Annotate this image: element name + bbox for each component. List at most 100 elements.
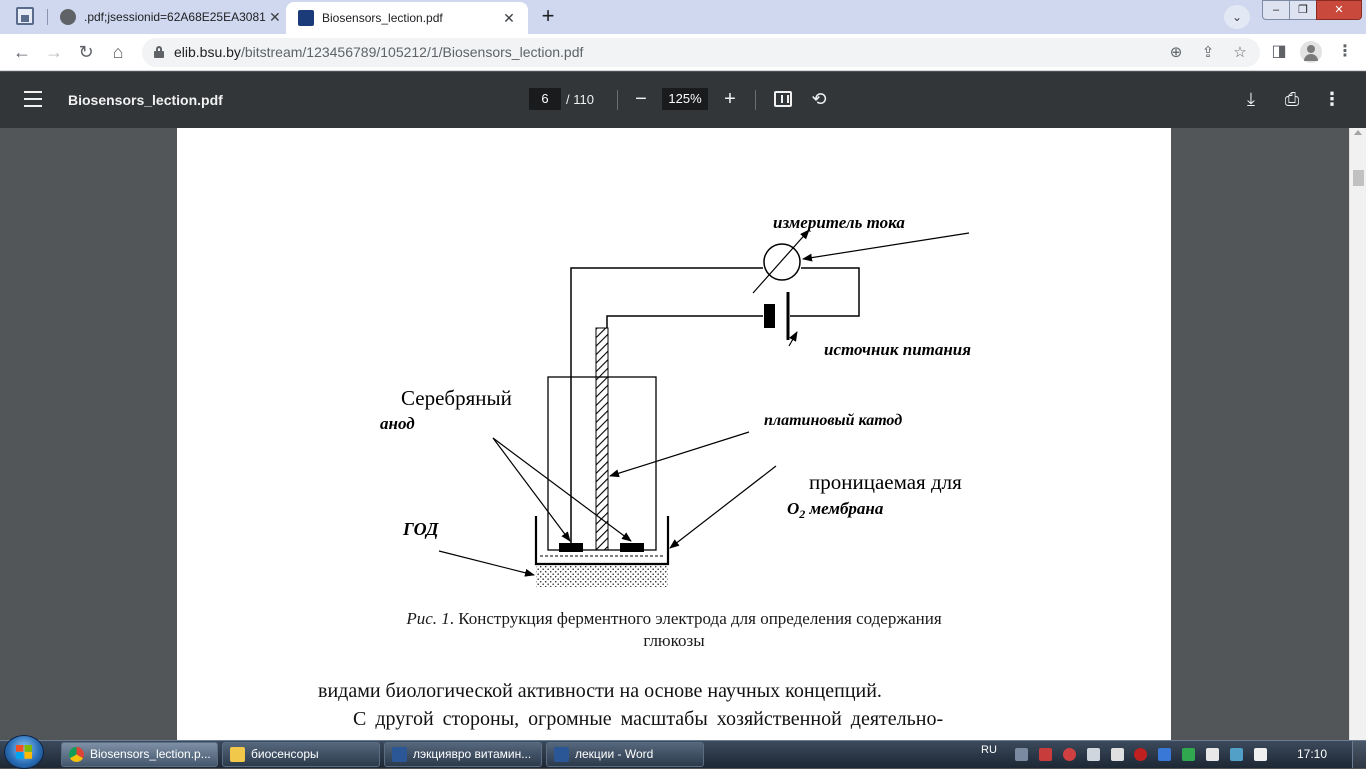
platinum-cathode-rod: [595, 327, 609, 551]
maximize-button[interactable]: ❐: [1289, 0, 1317, 20]
side-panel-icon[interactable]: ◨: [1271, 43, 1287, 60]
update-tray-icon[interactable]: [1182, 748, 1195, 761]
fit-to-page-icon[interactable]: [774, 91, 792, 107]
display-tray-icon[interactable]: [1230, 748, 1243, 761]
language-indicator[interactable]: RU: [981, 744, 997, 756]
url-text[interactable]: elib.bsu.by/bitstream/123456789/105212/1…: [174, 38, 583, 67]
rotate-icon[interactable]: ⟲: [811, 89, 827, 109]
download-icon[interactable]: ⤓: [1247, 89, 1255, 109]
label-power-source: источник питания: [824, 340, 971, 359]
label-ammeter: измеритель тока: [773, 213, 905, 232]
label-arrows: [438, 232, 970, 577]
label-membrane-line1: проницаемая для: [809, 470, 962, 494]
tab-title: .pdf;jsessionid=62A68E25EA3081: [84, 10, 266, 24]
silver-anode-right: [620, 543, 644, 552]
browser-toolbar: ← → ↻ ⌂ elib.bsu.by/bitstream/123456789/…: [0, 34, 1366, 71]
caption-line2: глюкозы: [643, 631, 705, 650]
word-icon: [554, 747, 569, 762]
taskbar-item-word-lectures[interactable]: лекции - Word: [546, 742, 704, 767]
profile-avatar-icon[interactable]: [1298, 39, 1324, 65]
back-button[interactable]: ←: [13, 42, 31, 62]
window-app-icon[interactable]: [16, 7, 34, 25]
home-button[interactable]: ⌂: [112, 42, 124, 62]
network-tray-icon[interactable]: [1015, 748, 1028, 761]
more-options-icon[interactable]: ⋮: [1323, 89, 1341, 109]
word-icon: [392, 747, 407, 762]
close-window-button[interactable]: ✕: [1316, 0, 1362, 20]
bookmark-star-icon[interactable]: ☆: [1233, 44, 1247, 61]
lock-icon[interactable]: [154, 46, 164, 58]
taskbar-item-folder[interactable]: биосенсоры: [222, 742, 380, 767]
taskbar-item-label: Biosensors_lection.p...: [90, 747, 211, 761]
print-icon[interactable]: ⎙: [1284, 89, 1300, 109]
chrome-menu-icon[interactable]: ⋮: [1337, 43, 1353, 60]
bluetooth-tray-icon[interactable]: [1158, 748, 1171, 761]
caption-text: . Конструкция ферментного электрода для …: [449, 609, 942, 628]
page-number-input[interactable]: 6: [529, 88, 561, 110]
electrode-diagram: измеритель тока источник питания Серебря…: [380, 213, 971, 587]
folder-icon: [230, 747, 245, 762]
minimize-button[interactable]: –: [1262, 0, 1290, 20]
ammeter-symbol: [752, 229, 810, 294]
tab-title: Biosensors_lection.pdf: [322, 11, 443, 25]
vertical-scrollbar[interactable]: [1349, 128, 1366, 740]
close-icon[interactable]: ✕: [268, 8, 281, 25]
alert-tray-icon[interactable]: [1134, 748, 1147, 761]
membrane-cup: [534, 516, 670, 566]
bsu-favicon-icon: [298, 10, 314, 26]
show-desktop-button[interactable]: [1352, 741, 1366, 768]
clock[interactable]: 17:10: [1297, 747, 1328, 761]
enzyme-layer: [536, 565, 668, 587]
new-tab-button[interactable]: +: [541, 3, 555, 28]
taskbar-item-label: лэкциявро витамин...: [413, 747, 532, 761]
body-text-line: С другой стороны, огромные масштабы хозя…: [353, 708, 944, 730]
taskbar-item-word-vitamins[interactable]: лэкциявро витамин...: [384, 742, 542, 767]
body-text-line: видами биологической активности на основ…: [318, 680, 882, 702]
page-total: / 110: [566, 92, 594, 107]
tab-biosensors-pdf[interactable]: Biosensors_lection.pdf ✕: [286, 2, 528, 34]
url-host: elib.bsu.by: [174, 44, 241, 60]
circuit-wires: [570, 267, 860, 548]
tab-search-button[interactable]: ⌄: [1224, 5, 1250, 29]
pdf-page: измеритель тока источник питания Серебря…: [177, 128, 1171, 768]
forward-button[interactable]: →: [45, 42, 63, 62]
app-tray-icon[interactable]: [1063, 748, 1076, 761]
silver-anode-left: [559, 543, 583, 552]
toolbar-divider: [617, 90, 618, 110]
url-path: /bitstream/123456789/105212/1/Biosensors…: [240, 44, 584, 60]
taskbar-item-label: лекции - Word: [575, 747, 654, 761]
zoom-level-input[interactable]: 125%: [662, 88, 708, 110]
tab-jsession-pdf[interactable]: .pdf;jsessionid=62A68E25EA3081 ✕: [48, 0, 286, 34]
label-anode: анод: [380, 414, 415, 433]
scroll-up-arrow-icon[interactable]: [1354, 130, 1362, 135]
tab-strip: .pdf;jsessionid=62A68E25EA3081 ✕ Biosens…: [0, 0, 1366, 34]
zoom-out-button[interactable]: −: [635, 88, 647, 110]
label-platinum-cathode: платиновый катод: [764, 412, 902, 429]
reload-button[interactable]: ↻: [78, 42, 94, 62]
start-button[interactable]: [4, 735, 44, 769]
taskbar-item-chrome[interactable]: Biosensors_lection.p...: [61, 742, 218, 767]
zoom-magnifier-icon[interactable]: ⊕: [1169, 44, 1183, 61]
pdf-toolbar: Biosensors_lection.pdf 6 / 110 − 125% + …: [0, 72, 1366, 128]
label-membrane-line2: O2 мембрана: [787, 499, 884, 521]
menu-icon[interactable]: [24, 91, 42, 107]
scrollbar-thumb[interactable]: [1353, 170, 1364, 186]
volume-tray-icon[interactable]: [1087, 748, 1100, 761]
figure-caption: Рис. 1. Конструкция ферментного электрод…: [177, 608, 1171, 652]
lock-tray-icon[interactable]: [1206, 748, 1219, 761]
share-icon[interactable]: ⇪: [1201, 44, 1215, 61]
pdf-viewer[interactable]: измеритель тока источник питания Серебря…: [0, 128, 1366, 768]
battery-symbol: [764, 292, 790, 340]
security-tray-icon[interactable]: [1039, 748, 1052, 761]
pdf-title: Biosensors_lection.pdf: [68, 92, 223, 108]
close-icon[interactable]: ✕: [503, 9, 515, 26]
caption-prefix: Рис. 1: [406, 609, 450, 628]
windows-taskbar: Biosensors_lection.p... биосенсоры лэкци…: [0, 735, 1366, 769]
tab-separator: [47, 9, 48, 25]
label-silver: Серебряный: [401, 386, 512, 410]
signal-tray-icon[interactable]: [1111, 748, 1124, 761]
flag-tray-icon[interactable]: [1254, 748, 1267, 761]
zoom-in-button[interactable]: +: [724, 88, 736, 110]
address-bar[interactable]: elib.bsu.by/bitstream/123456789/105212/1…: [142, 38, 1260, 67]
toolbar-divider: [755, 90, 756, 110]
